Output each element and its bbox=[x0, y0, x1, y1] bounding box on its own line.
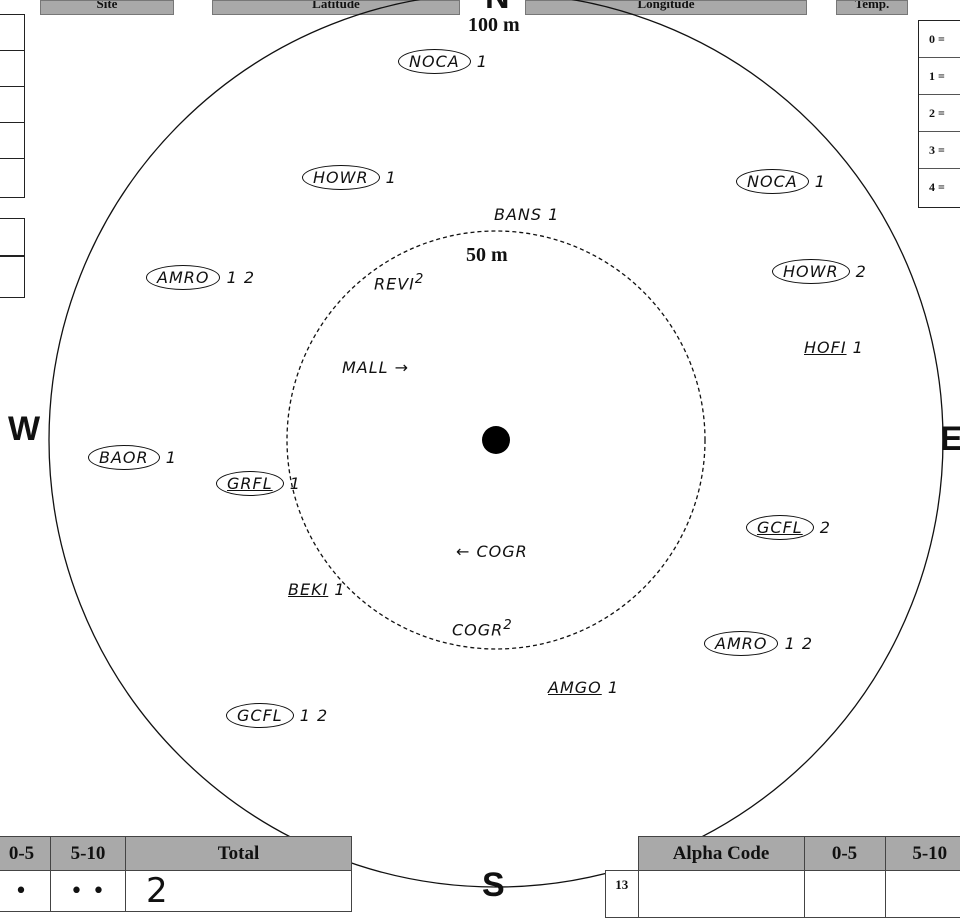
col-5-10-header: 5-10 bbox=[51, 837, 126, 871]
col-total-header: Total bbox=[126, 837, 352, 871]
cell-0-5[interactable]: • bbox=[0, 871, 51, 912]
cell-total[interactable]: 2 bbox=[126, 871, 352, 912]
south-label: S bbox=[482, 866, 505, 905]
observation-howr-right: HOWR 2 bbox=[772, 262, 867, 281]
cell-0-5[interactable] bbox=[804, 871, 885, 918]
right-tally-table: Alpha Code 0-5 5-10 13 bbox=[605, 836, 960, 918]
observation-gcfl-right: GCFL 2 bbox=[746, 518, 831, 537]
cell-5-10[interactable]: • • bbox=[51, 871, 126, 912]
table-row: • • • 2 bbox=[0, 871, 352, 912]
observation-baor: BAOR 1 bbox=[88, 448, 177, 467]
col-5-10-header: 5-10 bbox=[885, 837, 960, 871]
observation-amgo: AMGO 1 bbox=[548, 678, 619, 697]
col-0-5-header: 0-5 bbox=[804, 837, 885, 871]
row-number: 13 bbox=[606, 871, 639, 918]
observation-gcfl-left: GCFL 1 2 bbox=[226, 706, 328, 725]
left-tally-table: 0-5 5-10 Total • • • 2 bbox=[0, 836, 352, 912]
observation-cogr-center: ← COGR bbox=[456, 542, 528, 561]
observation-noca-top: NOCA 1 bbox=[398, 52, 488, 71]
observation-howr-left: HOWR 1 bbox=[302, 168, 397, 187]
col-0-5-header: 0-5 bbox=[0, 837, 51, 871]
west-label: W bbox=[8, 410, 40, 449]
observation-mall: MALL → bbox=[342, 358, 409, 377]
inner-ring-label: 50 m bbox=[466, 244, 508, 267]
observation-grfl: GRFL 1 bbox=[216, 474, 301, 493]
table-row: 13 bbox=[606, 871, 960, 918]
cell-5-10[interactable] bbox=[885, 871, 960, 918]
observation-hofi: HOFI 1 bbox=[804, 338, 864, 357]
observation-amro-left: AMRO 1 2 bbox=[146, 268, 255, 287]
observation-cogr-bottom: COGR2 bbox=[452, 618, 513, 639]
east-label: E bbox=[940, 420, 960, 459]
row-number-header bbox=[606, 837, 639, 871]
observation-amro-right: AMRO 1 2 bbox=[704, 634, 813, 653]
observation-revi: REVI2 bbox=[374, 272, 424, 293]
observation-bans: BANS 1 bbox=[494, 205, 559, 224]
center-point bbox=[482, 426, 510, 454]
outer-ring-label: 100 m bbox=[468, 14, 520, 37]
observation-beki: BEKI 1 bbox=[288, 580, 346, 599]
alpha-code-header: Alpha Code bbox=[638, 837, 804, 871]
observation-noca-right: NOCA 1 bbox=[736, 172, 826, 191]
cell-alpha-code[interactable] bbox=[638, 871, 804, 918]
